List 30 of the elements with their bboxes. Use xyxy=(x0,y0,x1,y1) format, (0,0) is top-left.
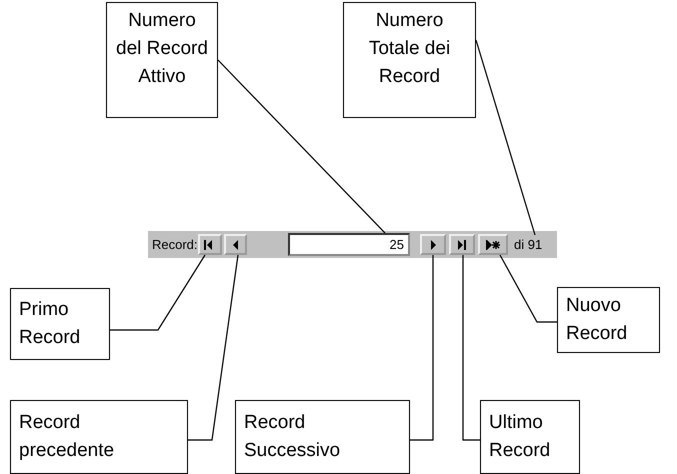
leader-line xyxy=(462,255,480,441)
navigation-button xyxy=(198,234,222,255)
navigation-button xyxy=(420,234,446,255)
callout-box xyxy=(480,400,580,474)
leader-line xyxy=(410,255,434,441)
leader-line xyxy=(188,254,239,441)
callout-label: Ultimo Record xyxy=(489,411,552,463)
navigation-toolbar xyxy=(148,231,557,258)
callout-box xyxy=(106,2,218,118)
callout-box xyxy=(10,400,188,474)
navigation-button xyxy=(224,234,247,255)
callout-label: Nuovo Record xyxy=(566,294,628,346)
callout-label: Record precedente xyxy=(19,411,116,463)
callout-box xyxy=(10,288,110,360)
navigation-button xyxy=(449,234,475,255)
callout-label: Numero Totale dei Record xyxy=(368,9,452,89)
callout-box xyxy=(557,287,660,353)
callout-label: Numero del Record Attivo xyxy=(115,9,209,89)
leader-line xyxy=(475,40,536,236)
leader-line xyxy=(499,254,557,323)
navigation-button xyxy=(478,234,508,255)
record-number-field: 25 xyxy=(288,233,410,256)
callout-box xyxy=(235,400,410,474)
record-count-text: di 91 xyxy=(514,235,558,254)
callout-label: Primo Record xyxy=(19,298,82,350)
callout-label: Record Successivo xyxy=(244,411,342,463)
callout-box xyxy=(343,2,476,118)
leader-line xyxy=(218,60,386,234)
leader-line xyxy=(110,254,206,331)
toolbar-label: Record: xyxy=(152,236,198,254)
